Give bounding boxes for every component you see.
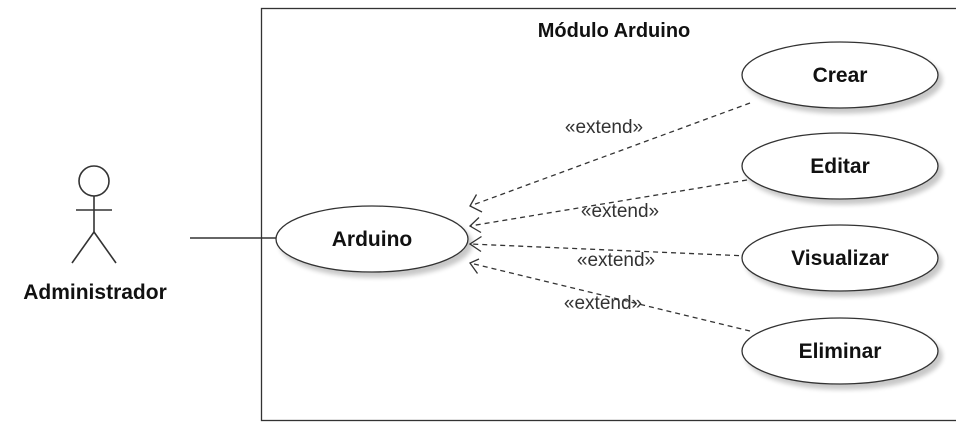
use-case-crear-ellipse [741, 41, 939, 109]
extend-labels: «extend» «extend» «extend» «extend» [564, 117, 659, 314]
extend-line-crear [469, 102, 751, 207]
use-case-arduino-ellipse [275, 205, 469, 273]
extend-arrowhead-crear [469, 194, 483, 213]
use-case-crear-label: Crear [813, 64, 868, 87]
extend-arrowhead-eliminar [469, 258, 480, 274]
use-case-visualizar-ellipse [741, 224, 939, 292]
extend-label-crear: «extend» [565, 117, 643, 138]
use-case-eliminar-label: Eliminar [799, 340, 882, 363]
extend-label-eliminar: «extend» [564, 293, 642, 314]
use-case-crear: Crear [741, 41, 939, 109]
use-case-eliminar-ellipse [741, 317, 939, 385]
actor-administrador [71, 165, 117, 264]
extend-line-eliminar [469, 262, 751, 332]
extend-label-visualizar: «extend» [577, 250, 655, 271]
actor-head [78, 165, 110, 197]
use-case-arduino: Arduino [275, 205, 469, 273]
extend-line-visualizar [469, 243, 749, 257]
use-case-visualizar: Visualizar [741, 224, 939, 292]
use-case-editar-label: Editar [810, 155, 870, 178]
use-case-editar-ellipse [741, 132, 939, 200]
actor-left-leg [71, 231, 95, 264]
use-case-visualizar-label: Visualizar [791, 247, 889, 270]
extend-relations [468, 102, 751, 332]
extend-arrowhead-visualizar [468, 235, 482, 253]
extend-label-editar: «extend» [581, 201, 659, 222]
actor-right-leg [93, 231, 117, 264]
system-title: Módulo Arduino [538, 20, 691, 42]
actor-label: Administrador [23, 281, 167, 304]
use-case-editar: Editar [741, 132, 939, 200]
use-case-arduino-label: Arduino [332, 228, 412, 251]
use-case-eliminar: Eliminar [741, 317, 939, 385]
extend-line-editar [469, 179, 748, 227]
extend-arrowhead-editar [468, 217, 482, 234]
